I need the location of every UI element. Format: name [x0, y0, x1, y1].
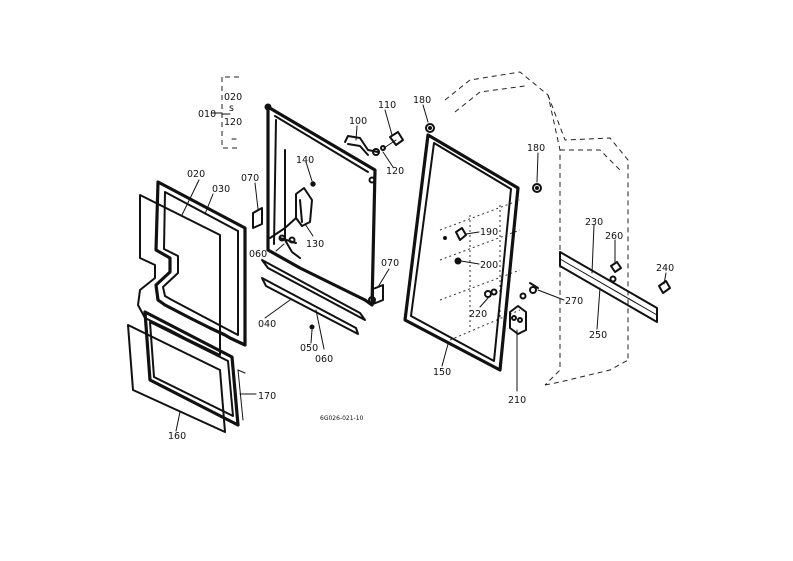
label-250: 250 — [589, 330, 607, 341]
label-180-right: 180 — [527, 143, 545, 154]
lower-seal-170 — [143, 310, 246, 427]
label-170: 170 — [258, 391, 276, 402]
latch-130 — [269, 187, 313, 239]
screw-140 — [310, 181, 316, 187]
pad-070-left — [252, 207, 263, 229]
label-060: 060 — [315, 354, 333, 365]
pad-070-right — [372, 284, 384, 305]
leader-lines — [175, 104, 667, 432]
screw-050 — [309, 324, 315, 330]
label-160: 160 — [168, 431, 186, 442]
label-210: 210 — [508, 395, 526, 406]
label-130: 130 — [306, 239, 324, 250]
label-070-right: 070 — [381, 258, 399, 269]
label-200: 200 — [480, 260, 498, 271]
label-220: 220 — [469, 309, 487, 320]
label-180-top: 180 — [413, 95, 431, 106]
label-230: 230 — [585, 217, 603, 228]
bolt-270 — [519, 282, 539, 300]
label-range-tilde: s — [229, 103, 234, 114]
label-050: 050 — [300, 343, 318, 354]
label-140: 140 — [296, 155, 314, 166]
label-120: 120 — [386, 166, 404, 177]
document-code: 6G026-021-10 — [320, 415, 364, 422]
assembly-bracket-010 — [221, 76, 240, 149]
hinge-210 — [509, 305, 527, 335]
callout-labels: 010 020 s 120 020 030 070 060 040 050 06… — [168, 92, 674, 442]
label-020: 020 — [187, 169, 205, 180]
bolt-110 — [383, 131, 404, 149]
lower-glass-160 — [127, 324, 226, 433]
label-030: 030 — [212, 184, 230, 195]
bolt-240 — [658, 280, 671, 294]
window-frame-030 — [154, 180, 247, 347]
label-270: 270 — [565, 296, 583, 307]
glass-panel-020 — [137, 194, 221, 356]
door-seal-150 — [403, 133, 520, 372]
clip-190 — [443, 227, 467, 241]
label-070-left: 070 — [241, 173, 259, 184]
label-150: 150 — [433, 367, 451, 378]
label-260: 260 — [605, 231, 623, 242]
door-frame — [264, 103, 377, 307]
handle-100 — [344, 135, 379, 156]
label-120-range: 120 — [224, 117, 242, 128]
label-190: 190 — [480, 227, 498, 238]
label-100: 100 — [349, 116, 367, 127]
bolt-260 — [609, 261, 622, 283]
rail-060-upper — [261, 259, 366, 321]
pin-080 — [278, 234, 297, 244]
nut-220 — [484, 288, 498, 298]
strip-250 — [559, 251, 658, 323]
label-010: 010 — [198, 109, 216, 120]
label-080: 060 — [249, 249, 267, 260]
label-240: 240 — [656, 263, 674, 274]
nut-200 — [454, 257, 462, 265]
label-110: 110 — [378, 100, 396, 111]
label-040: 040 — [258, 319, 276, 330]
rail-060-lower — [261, 277, 359, 335]
grommet-180-right — [532, 183, 542, 193]
label-020-range: 020 — [224, 92, 242, 103]
washer-120 — [372, 145, 386, 156]
grommet-180-top — [425, 123, 435, 133]
